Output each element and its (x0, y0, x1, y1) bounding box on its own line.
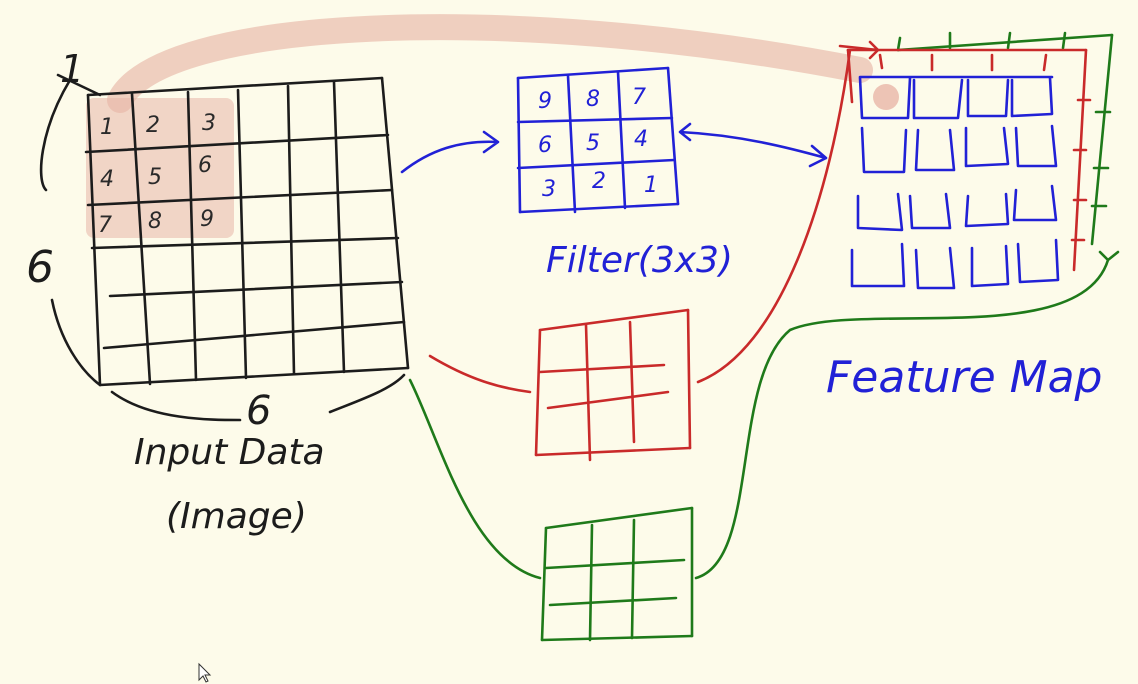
input-cell: 6 (198, 153, 212, 178)
input-cell: 1 (100, 115, 114, 140)
filter-cell: 6 (538, 133, 552, 158)
filter-grid (516, 66, 680, 214)
input-grid (84, 76, 410, 387)
filter-to-feature-arrow (678, 122, 828, 168)
feature-map-red-layer (846, 48, 1092, 272)
input-width-label: 6 (246, 388, 271, 434)
feature-map-label: Feature Map (826, 352, 1102, 403)
feature-map-blue-grid (850, 75, 1060, 290)
filter-cell: 8 (586, 87, 600, 112)
height-brace (39, 78, 102, 387)
input-subtitle: (Image) (166, 496, 307, 537)
input-to-red-filter-curve (428, 354, 532, 394)
red-filter-grid (534, 308, 692, 462)
depth-tick (56, 73, 102, 97)
input-title: Input Data (134, 432, 325, 473)
input-cell: 7 (98, 213, 112, 238)
input-height-label: 6 (26, 242, 54, 293)
input-to-filter-arrow (400, 130, 500, 174)
width-brace (110, 373, 406, 422)
input-cell: 8 (148, 209, 162, 234)
input-depth-label: 1 (60, 47, 84, 91)
filter-label: Filter(3x3) (546, 240, 733, 281)
input-to-green-filter-curve (408, 378, 542, 580)
feature-map-green-layer (896, 31, 1114, 246)
filter-numbers: 9 8 7 6 5 4 3 2 1 (538, 85, 658, 202)
input-cell: 9 (200, 207, 214, 232)
input-highlight-numbers: 1 2 3 4 5 6 7 8 9 (98, 111, 216, 238)
input-cell: 5 (148, 165, 162, 190)
filter-cell: 9 (538, 89, 552, 114)
filter-cell: 2 (592, 169, 606, 194)
filter-cell: 5 (586, 131, 600, 156)
filter-cell: 7 (632, 85, 646, 110)
filter-cell: 1 (644, 173, 658, 198)
feature-map-active-cell (873, 84, 899, 110)
mouse-pointer-icon (198, 662, 212, 683)
red-filter-to-feature-curve (696, 40, 880, 384)
filter-cell: 3 (542, 177, 556, 202)
input-cell: 4 (100, 167, 114, 192)
input-cell: 3 (202, 111, 216, 136)
green-filter-to-feature-curve (694, 250, 1120, 580)
convolution-sweep-arrow (107, 14, 873, 113)
green-filter-grid (540, 506, 694, 642)
input-cell: 2 (146, 113, 160, 138)
filter-cell: 4 (634, 127, 648, 152)
